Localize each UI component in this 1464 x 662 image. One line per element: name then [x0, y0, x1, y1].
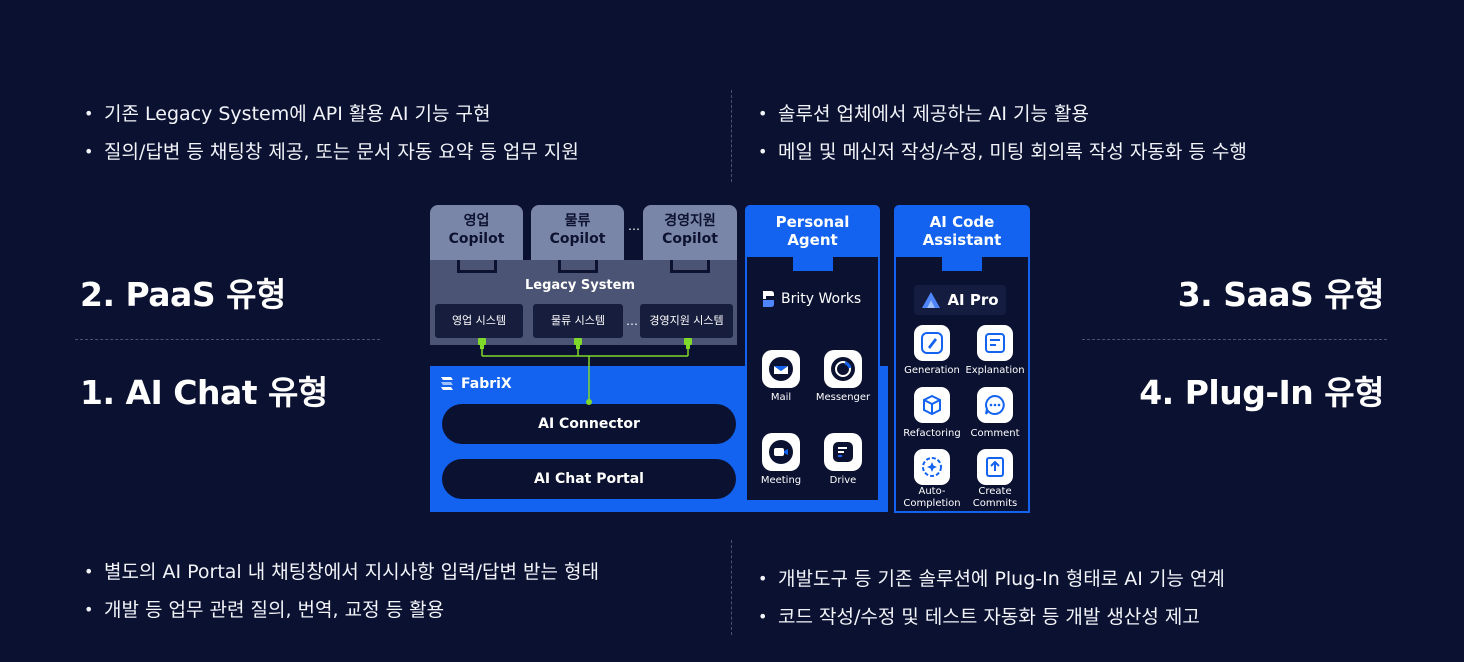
bullet-item: 솔루션 업체에서 제공하는 AI 기능 활용 [758, 95, 1247, 133]
system-sales: 영업 시스템 [435, 304, 523, 338]
drive-icon [824, 433, 862, 471]
create-commits-icon [977, 449, 1013, 485]
ai-pro-icon [922, 292, 941, 308]
refactoring-icon [914, 387, 950, 423]
personal-agent-panel: Brity Works Mail Messenger Meeting Drive [745, 257, 880, 502]
meeting-icon [762, 433, 800, 471]
bullet-item: 질의/답변 등 채팅창 제공, 또는 문서 자동 요약 등 업무 지원 [84, 133, 579, 171]
paas-type-title: 2. PaaS 유형 [80, 275, 286, 314]
bullet-item: 메일 및 메신저 작성/수정, 미팅 회의록 작성 자동화 등 수행 [758, 133, 1247, 171]
copilot-ellipsis: … [628, 219, 640, 233]
right-divider [1082, 339, 1387, 340]
bottom-divider [731, 540, 732, 635]
top-divider [731, 90, 732, 182]
generation-icon [914, 325, 950, 361]
fabrix-label: FabriX [461, 376, 512, 392]
mail-icon [762, 350, 800, 388]
code-assistant-panel: AI Pro Generation Explanation Refactorin… [894, 257, 1030, 513]
bullet-item: 별도의 AI Portal 내 채팅창에서 지시사항 입력/답변 받는 형태 [84, 553, 599, 591]
auto-completion-label: Auto-Completion [903, 486, 961, 509]
plugin-type-title: 4. Plug-In 유형 [1139, 373, 1384, 412]
bullet-item: 기존 Legacy System에 API 활용 AI 기능 구현 [84, 95, 579, 133]
messenger-icon [824, 350, 862, 388]
fabrix-logo: FabriX [438, 375, 512, 393]
brity-works-label: Brity Works [781, 291, 862, 307]
drive-label: Drive [829, 475, 857, 486]
explanation-label: Explanation [965, 365, 1025, 376]
system-logistics: 물류 시스템 [533, 304, 623, 338]
bottom-left-bullets: 별도의 AI Portal 내 채팅창에서 지시사항 입력/답변 받는 형태 개… [84, 553, 599, 629]
mail-label: Mail [770, 392, 792, 403]
legacy-system-title: Legacy System [524, 278, 636, 293]
top-right-bullets: 솔루션 업체에서 제공하는 AI 기능 활용 메일 및 메신저 작성/수정, 미… [758, 95, 1247, 171]
top-left-bullets: 기존 Legacy System에 API 활용 AI 기능 구현 질의/답변 … [84, 95, 579, 171]
ai-chat-type-title: 1. AI Chat 유형 [80, 373, 328, 412]
brity-works-brand: Brity Works [761, 290, 861, 308]
explanation-icon [977, 325, 1013, 361]
auto-completion-icon [914, 449, 950, 485]
legacy-system-box: Legacy System 영업 시스템 물류 시스템 … 경영지원 시스템 [430, 260, 737, 345]
bullet-item: 개발도구 등 기존 솔루션에 Plug-In 형태로 AI 기능 연계 [758, 560, 1225, 598]
system-management: 경영지원 시스템 [640, 304, 733, 338]
comment-label: Comment [970, 428, 1020, 439]
saas-type-title: 3. SaaS 유형 [1177, 275, 1385, 314]
bullet-item: 코드 작성/수정 및 테스트 자동화 등 개발 생산성 제고 [758, 598, 1225, 636]
brity-works-icon [763, 291, 774, 307]
meeting-label: Meeting [760, 475, 802, 486]
bottom-right-bullets: 개발도구 등 기존 솔루션에 Plug-In 형태로 AI 기능 연계 코드 작… [758, 560, 1225, 636]
comment-icon [977, 387, 1013, 423]
ai-pro-brand: AI Pro [914, 285, 1006, 315]
connector-lines [478, 338, 692, 405]
ai-chat-portal: AI Chat Portal [442, 459, 736, 499]
system-ellipsis: … [626, 314, 638, 328]
fabrix-icon [441, 377, 453, 390]
refactoring-label: Refactoring [903, 428, 961, 439]
generation-label: Generation [904, 365, 960, 376]
messenger-label: Messenger [815, 392, 871, 403]
ai-connector: AI Connector [442, 404, 736, 444]
ai-pro-label: AI Pro [947, 291, 999, 309]
bullet-item: 개발 등 업무 관련 질의, 번역, 교정 등 활용 [84, 591, 599, 629]
left-divider [75, 339, 380, 340]
